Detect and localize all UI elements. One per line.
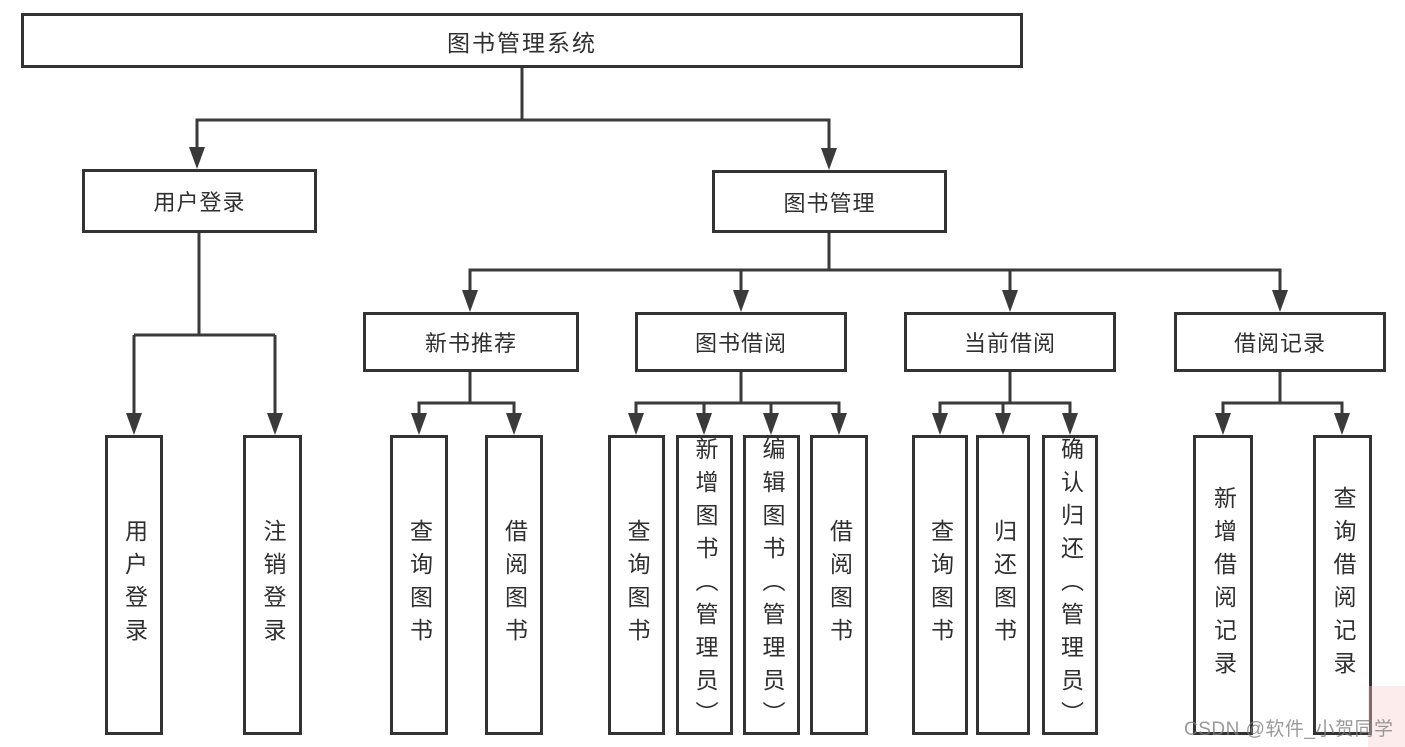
node-label: 当前借阅 [963, 331, 1056, 356]
node-label: 确认归还（管理员） [1057, 436, 1084, 734]
node-book-management: 图书管理 [712, 170, 947, 233]
edge-bookborrow-bar [634, 401, 841, 415]
node-label: 借阅记录 [1233, 331, 1326, 356]
node-label: 新增借阅记录 [1210, 486, 1237, 684]
node-current-borrow: 当前借阅 [904, 312, 1116, 372]
leaf-add-book-admin: 新增图书（管理员） [676, 435, 733, 735]
node-label: 编辑图书（管理员） [759, 436, 785, 734]
edge-records-bar [1221, 401, 1344, 415]
leaf-query-books-2: 查询图书 [608, 435, 665, 735]
node-label: 注销登录 [260, 519, 286, 651]
node-label: 图书借阅 [694, 331, 787, 356]
leaf-borrow-books-2: 借阅图书 [810, 435, 868, 735]
node-new-book-recommend: 新书推荐 [363, 312, 579, 372]
node-label: 借阅图书 [501, 519, 528, 651]
leaf-borrow-books-1: 借阅图书 [485, 435, 543, 735]
node-label: 图书管理 [783, 190, 876, 216]
node-label: 新增图书（管理员） [692, 436, 718, 734]
node-label: 查询图书 [927, 519, 954, 651]
node-label: 借阅图书 [826, 519, 853, 651]
watermark-tint [1368, 686, 1405, 747]
node-label: 查询借阅记录 [1330, 486, 1356, 684]
leaf-edit-book-admin: 编辑图书（管理员） [743, 435, 800, 735]
node-label: 用户登录 [153, 190, 246, 215]
node-borrow-records: 借阅记录 [1174, 312, 1386, 372]
node-label: 查询图书 [406, 519, 433, 651]
node-book-borrow: 图书借阅 [635, 312, 847, 372]
node-library-management-system: 图书管理系统 [21, 13, 1023, 68]
leaf-logout-login: 注销登录 [243, 435, 302, 735]
arrowheads [126, 147, 1350, 435]
node-user-login: 用户登录 [82, 169, 317, 233]
leaf-query-borrow-record: 查询借阅记录 [1313, 435, 1372, 735]
leaf-user-login: 用户登录 [105, 435, 163, 735]
leaf-query-books-3: 查询图书 [912, 435, 968, 735]
node-label: 图书管理系统 [447, 29, 597, 56]
node-label: 查询图书 [624, 519, 650, 651]
node-label: 归还图书 [990, 519, 1017, 651]
leaf-confirm-return-admin: 确认归还（管理员） [1042, 435, 1098, 735]
leaf-query-books-1: 查询图书 [390, 435, 448, 735]
edge-root-bar [195, 118, 831, 150]
node-label: 用户登录 [121, 519, 148, 651]
leaf-return-book: 归还图书 [976, 435, 1030, 735]
leaf-add-borrow-record: 新增借阅记录 [1193, 435, 1253, 735]
edge-currentborrow-bar [938, 401, 1072, 415]
csdn-watermark: CSDN @软件_小贺同学 [1184, 719, 1394, 740]
node-label: 新书推荐 [424, 331, 517, 356]
edge-newbook-bar [417, 401, 516, 415]
edge-bookmgmt-bar [468, 268, 1282, 292]
